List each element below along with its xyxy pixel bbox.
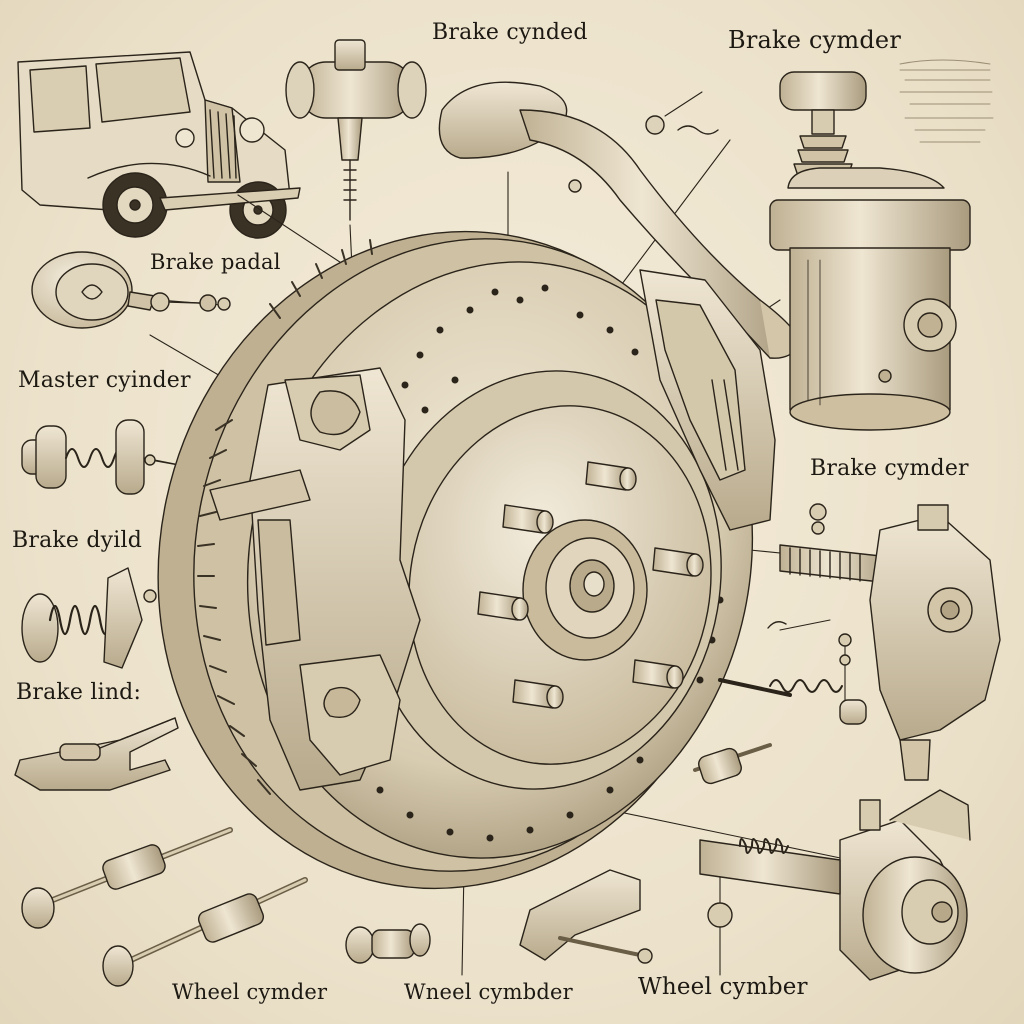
label-wneel-cymbder: Wneel cymbder [404, 980, 573, 1004]
label-brake-cymder-top: Brake cymder [728, 26, 901, 54]
brake-spring-part-1 [21, 419, 196, 495]
faint-sketch [899, 59, 994, 143]
small-fitting-bottom [345, 923, 431, 964]
label-brake-cynded: Brake cynded [432, 20, 588, 45]
brake-line-bracket [14, 717, 179, 791]
master-cylinder-reservoir [769, 71, 971, 431]
small-bolt-right [693, 743, 772, 785]
label-brake-cymder-right: Brake cymder [810, 456, 969, 481]
brake-caliper-right [639, 269, 776, 531]
label-brake-dyild: Brake dyild [12, 528, 143, 553]
brake-hose-fitting [519, 869, 653, 964]
brake-rod-2 [102, 877, 308, 987]
label-brake-padal: Brake padal [150, 250, 281, 274]
tie-rod-part [718, 621, 867, 725]
label-brake-lind: Brake lind: [16, 680, 142, 705]
brake-pedal-arm [438, 81, 801, 359]
brake-valve-fitting [285, 39, 427, 221]
wheel-cylinder-assembly-right [779, 503, 1001, 781]
label-wheel-cymder: Wheel cymder [172, 980, 328, 1004]
brake-rod-1 [21, 827, 233, 929]
label-master-cyinder: Master cyinder [18, 368, 191, 393]
vintage-car-illustration [17, 51, 301, 239]
brake-drum-part [31, 251, 231, 329]
brake-spring-part-2 [21, 567, 157, 669]
label-wheel-cymber: Wheel cymber [638, 974, 808, 1000]
adjuster-screw [707, 902, 733, 928]
wheel-cylinder-actuator [699, 789, 971, 981]
brake-caliper-left [209, 367, 421, 791]
